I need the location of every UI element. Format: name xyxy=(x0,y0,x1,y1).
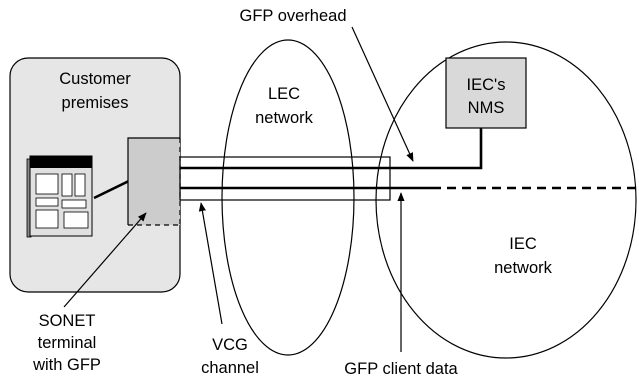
sonet-terminal-label-line1: SONET xyxy=(39,312,96,330)
vcg-channel-tube xyxy=(179,156,391,201)
gfp-client-data-label: GFP client data xyxy=(344,360,458,378)
equipment-to-terminal-link xyxy=(93,179,130,200)
computer-tower-icon xyxy=(26,155,93,238)
sonet-terminal-label-line3: with GFP xyxy=(32,356,101,374)
lec-network-label-line2: network xyxy=(255,109,314,127)
customer-premises-label-line2: premises xyxy=(62,94,129,112)
gfp-overhead-line xyxy=(180,128,483,170)
iec-nms-label-line1: IEC's xyxy=(467,76,506,94)
sonet-terminal-box xyxy=(127,137,182,226)
iec-network-label-line2: network xyxy=(494,259,553,277)
iec-nms-label-line2: NMS xyxy=(468,99,505,117)
vcg-channel-label-line2: channel xyxy=(201,359,259,377)
gfp-overhead-arrow xyxy=(351,26,414,162)
vcg-channel-arrow xyxy=(198,202,223,325)
gfp-overhead-label: GFP overhead xyxy=(239,7,346,25)
iec-network-label-line1: IEC xyxy=(509,235,537,253)
sonet-terminal-label-line2: terminal xyxy=(38,334,97,352)
lec-network-label-line1: LEC xyxy=(268,85,300,103)
customer-premises-label-line1: Customer xyxy=(59,70,131,88)
sonet-terminal-arrow xyxy=(63,212,147,308)
lec-network-ellipse xyxy=(221,39,355,356)
vcg-channel-label-line1: VCG xyxy=(212,336,248,354)
iec-nms-box xyxy=(445,57,527,129)
